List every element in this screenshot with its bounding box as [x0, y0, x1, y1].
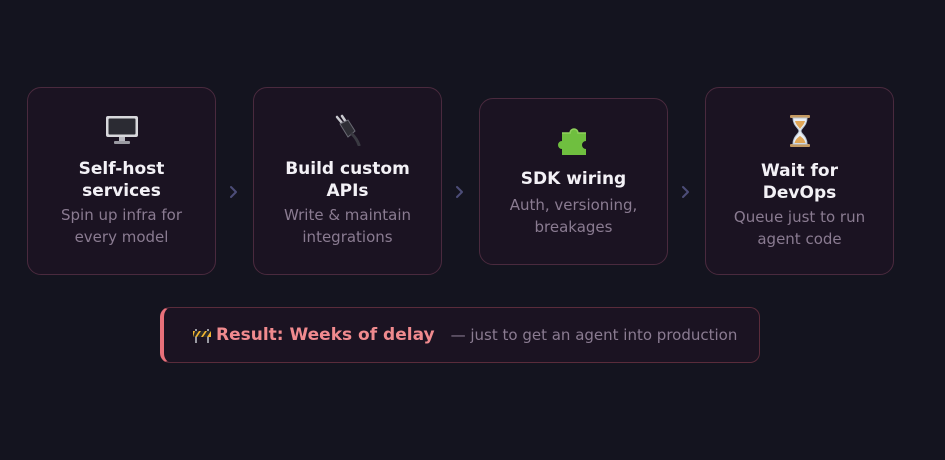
step-card-self-host: Self-host services Spin up infra for eve…: [27, 87, 216, 275]
electric-plug-icon: [335, 114, 360, 146]
step-title: SDK wiring: [520, 169, 627, 189]
step-title: Self-host services: [78, 159, 165, 201]
desktop-computer-icon: [105, 116, 138, 144]
result-banner: Result: Weeks of delay — just to get an …: [160, 307, 760, 363]
step-description: Auth, versioning, breakages: [509, 196, 638, 236]
chevron-right-icon: [456, 186, 463, 198]
chevron-right-icon: [230, 186, 237, 198]
step-title: Build custom APIs: [285, 159, 410, 201]
step-title: Wait for DevOps: [761, 161, 838, 203]
result-label: Result: Weeks of delay: [216, 325, 435, 345]
hourglass-icon: [789, 115, 810, 147]
puzzle-piece-icon: [557, 128, 586, 155]
step-description: Write & maintain integrations: [283, 206, 412, 246]
result-note: — just to get an agent into production: [450, 326, 738, 344]
step-card-sdk-wiring: SDK wiring Auth, versioning, breakages: [479, 98, 668, 265]
step-card-build-apis: Build custom APIs Write & maintain integ…: [253, 87, 442, 275]
step-description: Spin up infra for every model: [61, 206, 182, 246]
chevron-right-icon: [682, 186, 689, 198]
step-description: Queue just to run agent code: [733, 208, 866, 248]
step-card-wait-devops: Wait for DevOps Queue just to run agent …: [705, 87, 894, 275]
construction-barrier-icon: [193, 329, 211, 343]
